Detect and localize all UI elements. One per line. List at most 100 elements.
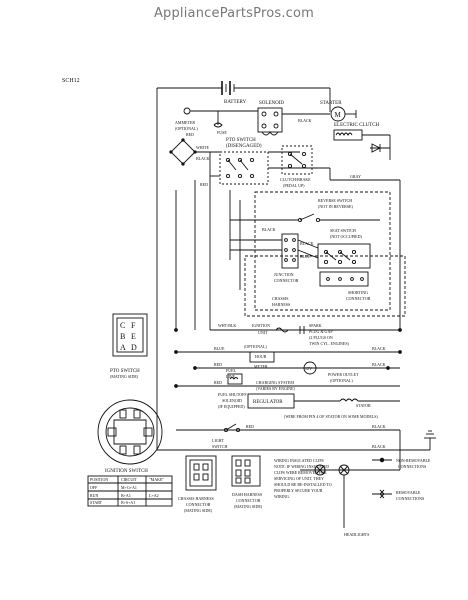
note-line-7: WIRING.	[274, 494, 290, 499]
dash-connector-label-2: CONNECTOR	[236, 498, 261, 503]
junction-connector: JUNCTION CONNECTOR	[274, 233, 299, 283]
ammeter-opt-label: (OPTIONAL)	[175, 126, 198, 131]
dash-connector-label-3: (MATING SIDE)	[234, 504, 263, 509]
ignition-unit-label-2: UNIT	[258, 330, 268, 335]
power-outlet: 12V POWER OUTLET (OPTIONAL)	[195, 361, 400, 383]
light-switch-label: LIGHT	[212, 438, 225, 443]
rectifier-bridge	[169, 138, 197, 166]
power-outlet-opt-label: (OPTIONAL)	[330, 378, 353, 383]
pto-pin-f: F	[131, 321, 136, 330]
starter-label: STARTER	[320, 101, 342, 106]
ign-row-run-pos: RUN	[90, 493, 99, 498]
ign-col-circuit: CIRCUIT	[121, 477, 138, 482]
connection-legend: NON-REMOVABLE CONNECTIONS REMOVABLE CONN…	[372, 457, 431, 501]
note-line-2: NOTE: IF WIRING INSULATED	[274, 464, 329, 469]
ign-row-run-make: L+A2	[149, 493, 159, 498]
starter: M STARTER	[320, 101, 357, 122]
ground-symbol	[424, 430, 436, 450]
regulator: REGULATOR	[247, 393, 295, 409]
stator-label: STATOR	[356, 403, 371, 408]
ign-row-off-circ: M+G+A1	[121, 485, 137, 490]
solenoid: SOLENOID	[257, 101, 284, 136]
non-removable-label-2: CONNECTIONS	[398, 464, 426, 469]
junction-connector-label: JUNCTION	[274, 272, 294, 277]
wire-label-blue: BLUE	[300, 254, 311, 259]
wire-label-black-2: BLACK	[196, 156, 210, 161]
pto-switch-state-label: (DISENGAGED)	[226, 144, 262, 149]
stator: STATOR (WIRE FROM PIN 4 OF STATOR ON SOM…	[284, 398, 400, 419]
pto-switch-schematic: PTO SWITCH (DISENGAGED)	[219, 138, 269, 185]
removable-label-2: CONNECTIONS	[396, 496, 424, 501]
wire-label-black-7: BLACK	[372, 424, 386, 429]
fuel-shutoff-solenoid: FUEL LINE FUEL SHUTOFF SOLENOID (IF EQUI…	[218, 368, 247, 409]
hour-meter: (OPTIONAL) HOUR METER	[176, 344, 400, 369]
ammeter: AMMETER (OPTIONAL)	[175, 107, 258, 131]
clutch-brake-switch: CLUTCH/BRAKE (PEDAL UP)	[280, 145, 313, 188]
non-removable-label: NON-REMOVABLE	[396, 458, 431, 463]
wire-label-black-8: BLACK	[372, 444, 386, 449]
chassis-connector-label-3: (MATING SIDE)	[184, 508, 213, 513]
dash-harness-connector: DASH HARNESS CONNECTOR (MATING SIDE)	[231, 455, 263, 509]
pto-pin-c: C	[120, 321, 125, 330]
ignition-unit: IGNITION UNIT	[210, 323, 400, 335]
note-line-6: PROPERLY SECURE YOUR	[274, 488, 323, 493]
fuel-shutoff-label-3: (IF EQUIPPED)	[218, 404, 245, 409]
ign-row-start-pos: START	[90, 500, 103, 505]
fuel-shutoff-label-2: SOLENOID	[222, 398, 242, 403]
wire-label-red-4: RED	[214, 380, 222, 385]
seat-switch-state-label: (NOT OCCUPIED)	[330, 234, 362, 239]
pto-pin-d: D	[131, 343, 137, 352]
pto-legend-title: PTO SWITCH	[110, 369, 140, 374]
ign-row-run-circ: B+A1	[121, 493, 131, 498]
shorting-connector-label: SHORTING	[348, 290, 368, 295]
fuel-line-label-2: LINE	[226, 374, 236, 379]
junction-connector-label-2: CONNECTOR	[274, 278, 299, 283]
pto-switch-legend: C F B E A D PTO SWITCH (MATING SIDE)	[110, 313, 148, 379]
clutch-brake-label: CLUTCH/BRAKE	[280, 177, 311, 182]
ignition-switch-table: POSITION CIRCUIT "MAKE" OFF M+G+A1 RUN B…	[87, 475, 173, 507]
pto-switch-label: PTO SWITCH	[226, 138, 256, 143]
spark-plug-label-2: PLUG & GAP	[309, 329, 333, 334]
note-line-1: WIRING INSULATED CLIPS	[274, 458, 324, 463]
headlights: HEADLIGHTS	[300, 430, 401, 537]
fuse: FUSE	[213, 111, 227, 135]
regulator-label: REGULATOR	[253, 400, 283, 405]
spark-plug-label-4: TWIN CYL. ENGINES)	[309, 341, 350, 346]
stator-note: (WIRE FROM PIN 4 OF STATOR ON SOME MODEL…	[284, 414, 379, 419]
ign-row-start-circ: B+S+A1	[121, 500, 135, 505]
charging-system: CHARGING SYSTEM (VARIES BY ENGINE)	[176, 380, 400, 391]
wire-label-white-1: WHITE	[196, 145, 209, 150]
light-switch: LIGHT SWITCH	[176, 423, 400, 449]
hour-meter-label: HOUR	[255, 354, 267, 359]
fuse-label: FUSE	[217, 130, 227, 135]
dash-connector-label: DASH HARNESS	[232, 492, 262, 497]
site-name: AppliancePartsPros.com	[153, 6, 315, 21]
pto-pin-e: E	[131, 332, 136, 341]
solenoid-label: SOLENOID	[259, 101, 284, 106]
reverse-switch-label: REVERSE SWITCH	[318, 198, 352, 203]
removable-label: REMOVABLE	[396, 490, 421, 495]
pto-pin-a: A	[120, 343, 126, 352]
seat-switch: SEAT SWITCH (NOT OCCUPIED)	[317, 228, 371, 269]
electric-clutch-label: ELECTRIC CLUTCH	[334, 123, 380, 128]
wire-label-black-3: BLACK	[262, 227, 276, 232]
pto-pin-b: B	[120, 332, 125, 341]
wire-label-gray: GRAY	[350, 174, 361, 179]
reverse-switch-state-label: (NOT IN REVERSE)	[318, 204, 353, 209]
charging-system-label: CHARGING SYSTEM	[256, 380, 294, 385]
chassis-harness-label-2: HARNESS	[272, 302, 290, 307]
chassis-connector-label-2: CONNECTOR	[186, 502, 211, 507]
fuel-line-label: FUEL	[226, 368, 237, 373]
ign-col-make: "MAKE"	[149, 477, 164, 482]
wire-label-blue-2: BLUE	[214, 346, 225, 351]
clutch-brake-state-label: (PEDAL UP)	[283, 183, 305, 188]
ign-row-off-pos: OFF	[90, 485, 98, 490]
ign-col-position: POSITION	[90, 477, 108, 482]
headlights-label: HEADLIGHTS	[344, 532, 369, 537]
outlet-12v-label: 12V	[305, 366, 312, 371]
ignition-switch-graphic: IGNITION SWITCH	[97, 399, 163, 474]
chassis-harness-label: CHASSIS	[272, 296, 288, 301]
battery-label: BATTERY	[224, 100, 247, 105]
spark-plug-label: SPARK	[309, 323, 322, 328]
wire-label-black-5: BLACK	[372, 346, 386, 351]
